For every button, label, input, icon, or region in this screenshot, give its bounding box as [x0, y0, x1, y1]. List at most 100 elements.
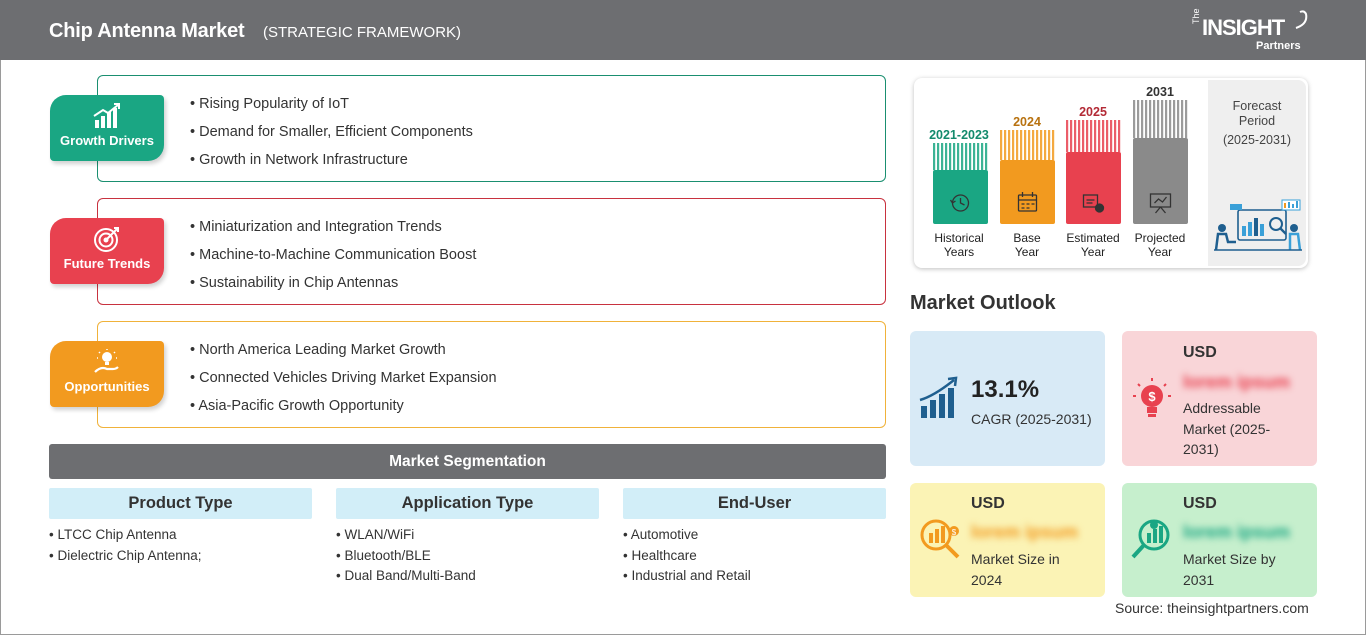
logo-insight: INSIGHT — [1202, 15, 1285, 40]
badge-label: Growth Drivers — [60, 133, 154, 148]
money-lightbulb-icon: $ — [1133, 378, 1171, 417]
bar-stripe — [985, 143, 988, 170]
timeline-bar — [1066, 120, 1121, 224]
bar-stripe — [949, 143, 952, 170]
timeline-bar — [1133, 100, 1188, 224]
year-label-base: 2024 — [1013, 115, 1041, 129]
list-item: Sustainability in Chip Antennas — [190, 273, 476, 301]
list-item: Machine-to-Machine Communication Boost — [190, 245, 476, 273]
bar-stripe — [1173, 100, 1176, 138]
period-label-line: Year — [1147, 245, 1173, 259]
bar-solid — [1000, 160, 1055, 224]
cagr-card: 13.1% CAGR (2025-2031) — [910, 331, 1105, 466]
list-item: Asia-Pacific Growth Opportunity — [190, 396, 497, 424]
bar-stripe — [1004, 130, 1007, 160]
growth-drivers-badge: Growth Drivers — [50, 95, 164, 161]
period-label-line: Years — [943, 245, 975, 259]
period-label-line: Year — [1080, 245, 1106, 259]
bar-stripe — [1028, 130, 1031, 160]
forecast-period-panel: Forecast Period (2025-2031) — [1208, 80, 1306, 266]
bar-stripe — [957, 143, 960, 170]
insight-partners-logo[interactable]: The INSIGHT Partners — [1190, 8, 1310, 54]
list-item: Automotive — [623, 526, 751, 547]
list-item: Growth in Network Infrastructure — [190, 150, 473, 178]
bar-stripe — [1078, 120, 1081, 152]
bar-stripe — [1052, 130, 1055, 160]
product-type-list: LTCC Chip Antenna Dielectric Chip Antenn… — [49, 526, 202, 567]
market-size-2024-card: $ USD lorem ipsum Market Size in 2024 — [910, 483, 1105, 597]
size-2031-label-line: 2031 — [1183, 571, 1215, 588]
list-item: Connected Vehicles Driving Market Expans… — [190, 368, 496, 396]
bar-stripe — [1153, 100, 1156, 138]
bar-stripe — [1074, 120, 1077, 152]
future-trends-badge: Future Trends — [50, 218, 164, 284]
addressable-label-line: Addressable — [1183, 400, 1261, 416]
bar-stripe — [961, 143, 964, 170]
bar-stripe — [1133, 100, 1136, 138]
list-item: LTCC Chip Antenna — [49, 526, 202, 547]
bar-stripe — [1070, 120, 1073, 152]
bar-stripe — [1040, 130, 1043, 160]
market-size-2031-card: USD lorem ipsum Market Size by 2031 — [1122, 483, 1317, 597]
bar-stripe — [1012, 130, 1015, 160]
bar-stripe — [965, 143, 968, 170]
list-item: Healthcare — [623, 547, 751, 568]
calendar-icon — [1017, 192, 1038, 212]
bar-stripe — [1044, 130, 1047, 160]
bar-stripe — [945, 143, 948, 170]
forecast-line-3: (2025-2031) — [1222, 133, 1292, 147]
list-item: Bluetooth/BLE — [336, 547, 476, 568]
magnifier-dollar-chart-icon — [1131, 519, 1170, 559]
bar-stripe — [1110, 120, 1113, 152]
size-2024-label-line: Market Size in — [971, 551, 1060, 567]
size-2031-label-line: Market Size by — [1183, 551, 1276, 567]
bar-stripe — [1032, 130, 1035, 160]
market-outlook-title: Market Outlook — [910, 292, 1056, 314]
bar-stripe — [1161, 100, 1164, 138]
bar-stripe — [1082, 120, 1085, 152]
market-segmentation-bar: Market Segmentation — [49, 444, 886, 479]
magnifier-coins-icon: $ — [920, 519, 960, 559]
year-label-estimated: 2025 — [1079, 105, 1107, 119]
bar-stripe — [953, 143, 956, 170]
growth-drivers-card: Rising Popularity of IoT Demand for Smal… — [97, 75, 886, 182]
bar-stripe — [973, 143, 976, 170]
svg-text:$: $ — [952, 528, 957, 537]
bar-stripe — [933, 143, 936, 170]
bar-stripe — [1086, 120, 1089, 152]
source-credit[interactable]: Source: theinsightpartners.com — [1115, 600, 1309, 616]
bar-solid — [1133, 138, 1188, 224]
bar-stripe — [981, 143, 984, 170]
badge-label: Opportunities — [64, 379, 150, 394]
logo-arc-icon — [1295, 10, 1308, 29]
presentation-icon — [1149, 193, 1172, 214]
estimate-board-icon — [1082, 194, 1105, 213]
growth-chart-icon — [93, 103, 120, 128]
bar-stripe — [1114, 120, 1117, 152]
cagr-value: 13.1% — [971, 376, 1040, 403]
segment-header-application-type: Application Type — [336, 488, 599, 519]
list-item: Demand for Smaller, Efficient Components — [190, 122, 473, 150]
growth-bars-icon — [919, 376, 958, 418]
bar-stripe — [1118, 120, 1121, 152]
period-label-line: Projected — [1134, 231, 1186, 245]
bar-stripe — [1066, 120, 1069, 152]
year-label-projected: 2031 — [1146, 85, 1174, 99]
page-subtitle: (STRATEGIC FRAMEWORK) — [263, 24, 462, 41]
bar-stripe — [1024, 130, 1027, 160]
end-user-list: Automotive Healthcare Industrial and Ret… — [623, 526, 751, 588]
svg-text:$: $ — [1148, 389, 1156, 404]
bar-stripe — [1020, 130, 1023, 160]
size-2024-value-blurred: lorem ipsum — [971, 522, 1079, 542]
bar-stripe — [1157, 100, 1160, 138]
timeline-bar — [933, 143, 988, 224]
segment-header-end-user: End-User — [623, 488, 886, 519]
period-label-line: Estimated — [1066, 231, 1120, 245]
size-2031-label: Market Size by 2031 — [1183, 549, 1276, 590]
bar-solid — [1066, 152, 1121, 224]
bar-stripe — [1145, 100, 1148, 138]
page-title: Chip Antenna Market — [49, 20, 245, 42]
application-type-list: WLAN/WiFi Bluetooth/BLE Dual Band/Multi-… — [336, 526, 476, 588]
